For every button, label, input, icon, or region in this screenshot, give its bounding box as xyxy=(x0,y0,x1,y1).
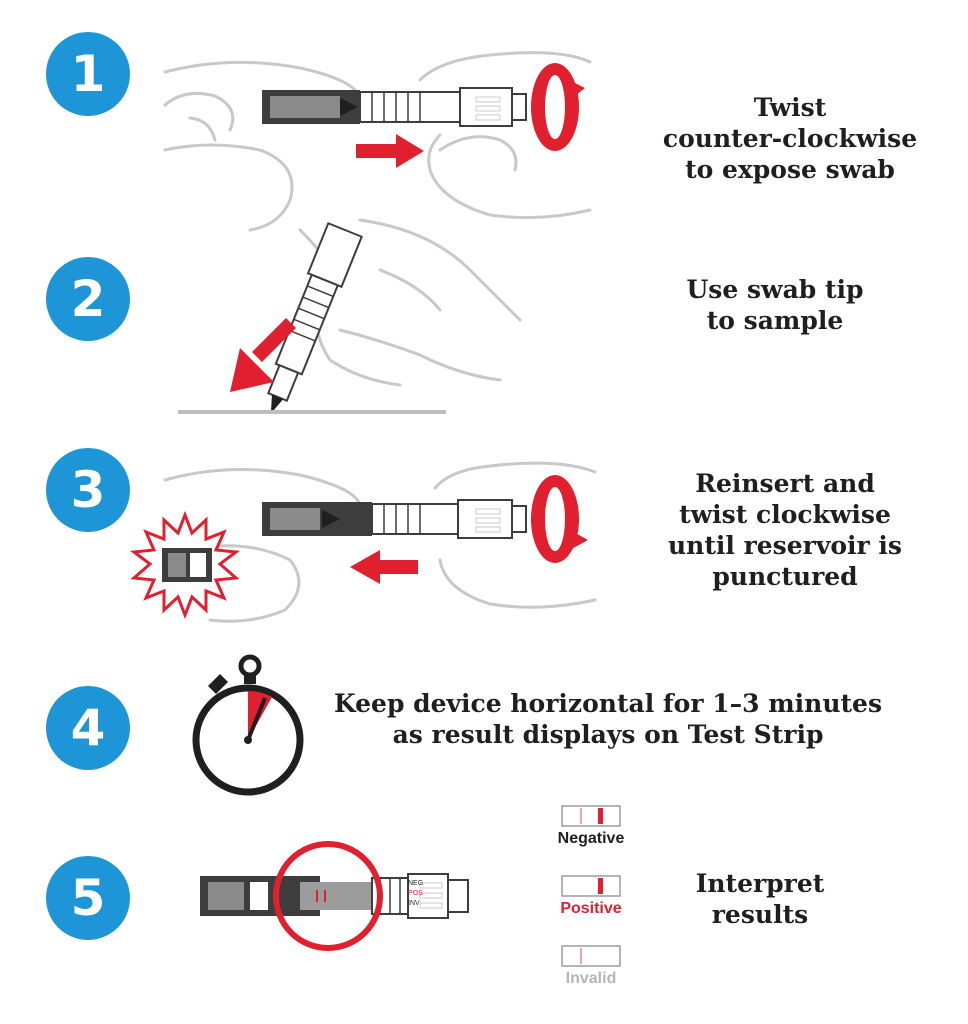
step-1-hands xyxy=(165,53,590,230)
step-2-device xyxy=(254,223,362,420)
result-negative-label: Negative xyxy=(536,830,646,848)
twist-arrow-icon xyxy=(531,475,588,563)
device-neg-label: NEG xyxy=(408,880,423,887)
burst-icon xyxy=(134,515,236,615)
result-invalid-label: Invalid xyxy=(536,970,646,988)
step-3-device xyxy=(262,500,526,538)
step-5-device xyxy=(200,874,468,918)
stopwatch-icon xyxy=(196,657,300,792)
device-inv-label: INV xyxy=(408,900,420,907)
step-1-device xyxy=(262,88,526,126)
result-invalid-swatch xyxy=(562,946,620,966)
device-pos-label: POS xyxy=(408,890,423,897)
result-positive-label: Positive xyxy=(536,900,646,918)
sample-surface xyxy=(178,410,446,414)
left-arrow-icon xyxy=(350,550,418,584)
result-positive-swatch xyxy=(562,876,620,896)
right-arrow-icon xyxy=(356,134,424,168)
twist-arrow-icon xyxy=(531,63,585,151)
result-negative-swatch xyxy=(562,806,620,826)
step-3-hands xyxy=(165,463,595,621)
